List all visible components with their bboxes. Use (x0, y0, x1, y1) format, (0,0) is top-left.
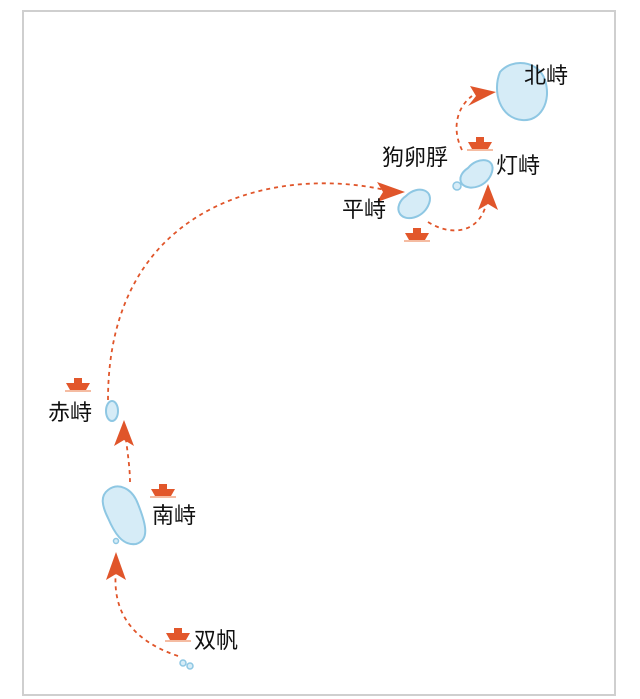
island-nanji (101, 485, 147, 546)
route-arrow-icon (114, 420, 134, 446)
route-shuangfan-nanji (114, 569, 179, 657)
islet-dengji (452, 181, 462, 191)
island-dengji (459, 159, 494, 189)
route-arrow-icon (106, 552, 126, 580)
island-beiji (496, 61, 548, 122)
label-gouluanfu: 狗卵脬 (382, 146, 449, 171)
route-pingji-dengji (427, 204, 487, 232)
label-beiji: 北峙 (524, 64, 569, 89)
label-chiji: 赤峙 (48, 401, 93, 426)
islet-nanji (112, 537, 120, 545)
route-arrow-icon (478, 184, 498, 210)
route-arrow-icon (377, 182, 405, 202)
boat-icon (165, 628, 191, 642)
island-chiji (105, 400, 119, 422)
route-nanji-chiji (125, 439, 131, 483)
boat-icon (404, 228, 430, 242)
boat-icon (150, 484, 176, 498)
boat-icon (467, 137, 493, 151)
route-lines (107, 95, 487, 657)
island-pingji (397, 188, 431, 220)
route-arrow-icon (468, 86, 496, 106)
islet-shuangfan-a (179, 659, 187, 667)
label-nanji: 南峙 (152, 504, 197, 529)
route-arrows (106, 86, 498, 580)
label-shuangfan: 双帆 (194, 629, 239, 654)
boat-icon (65, 378, 91, 392)
label-pingji: 平峙 (342, 198, 387, 223)
map-frame (22, 10, 616, 696)
label-dengji: 灯峙 (496, 154, 541, 179)
route-chiji-pingji (107, 182, 386, 401)
islet-shuangfan-b (186, 662, 194, 670)
